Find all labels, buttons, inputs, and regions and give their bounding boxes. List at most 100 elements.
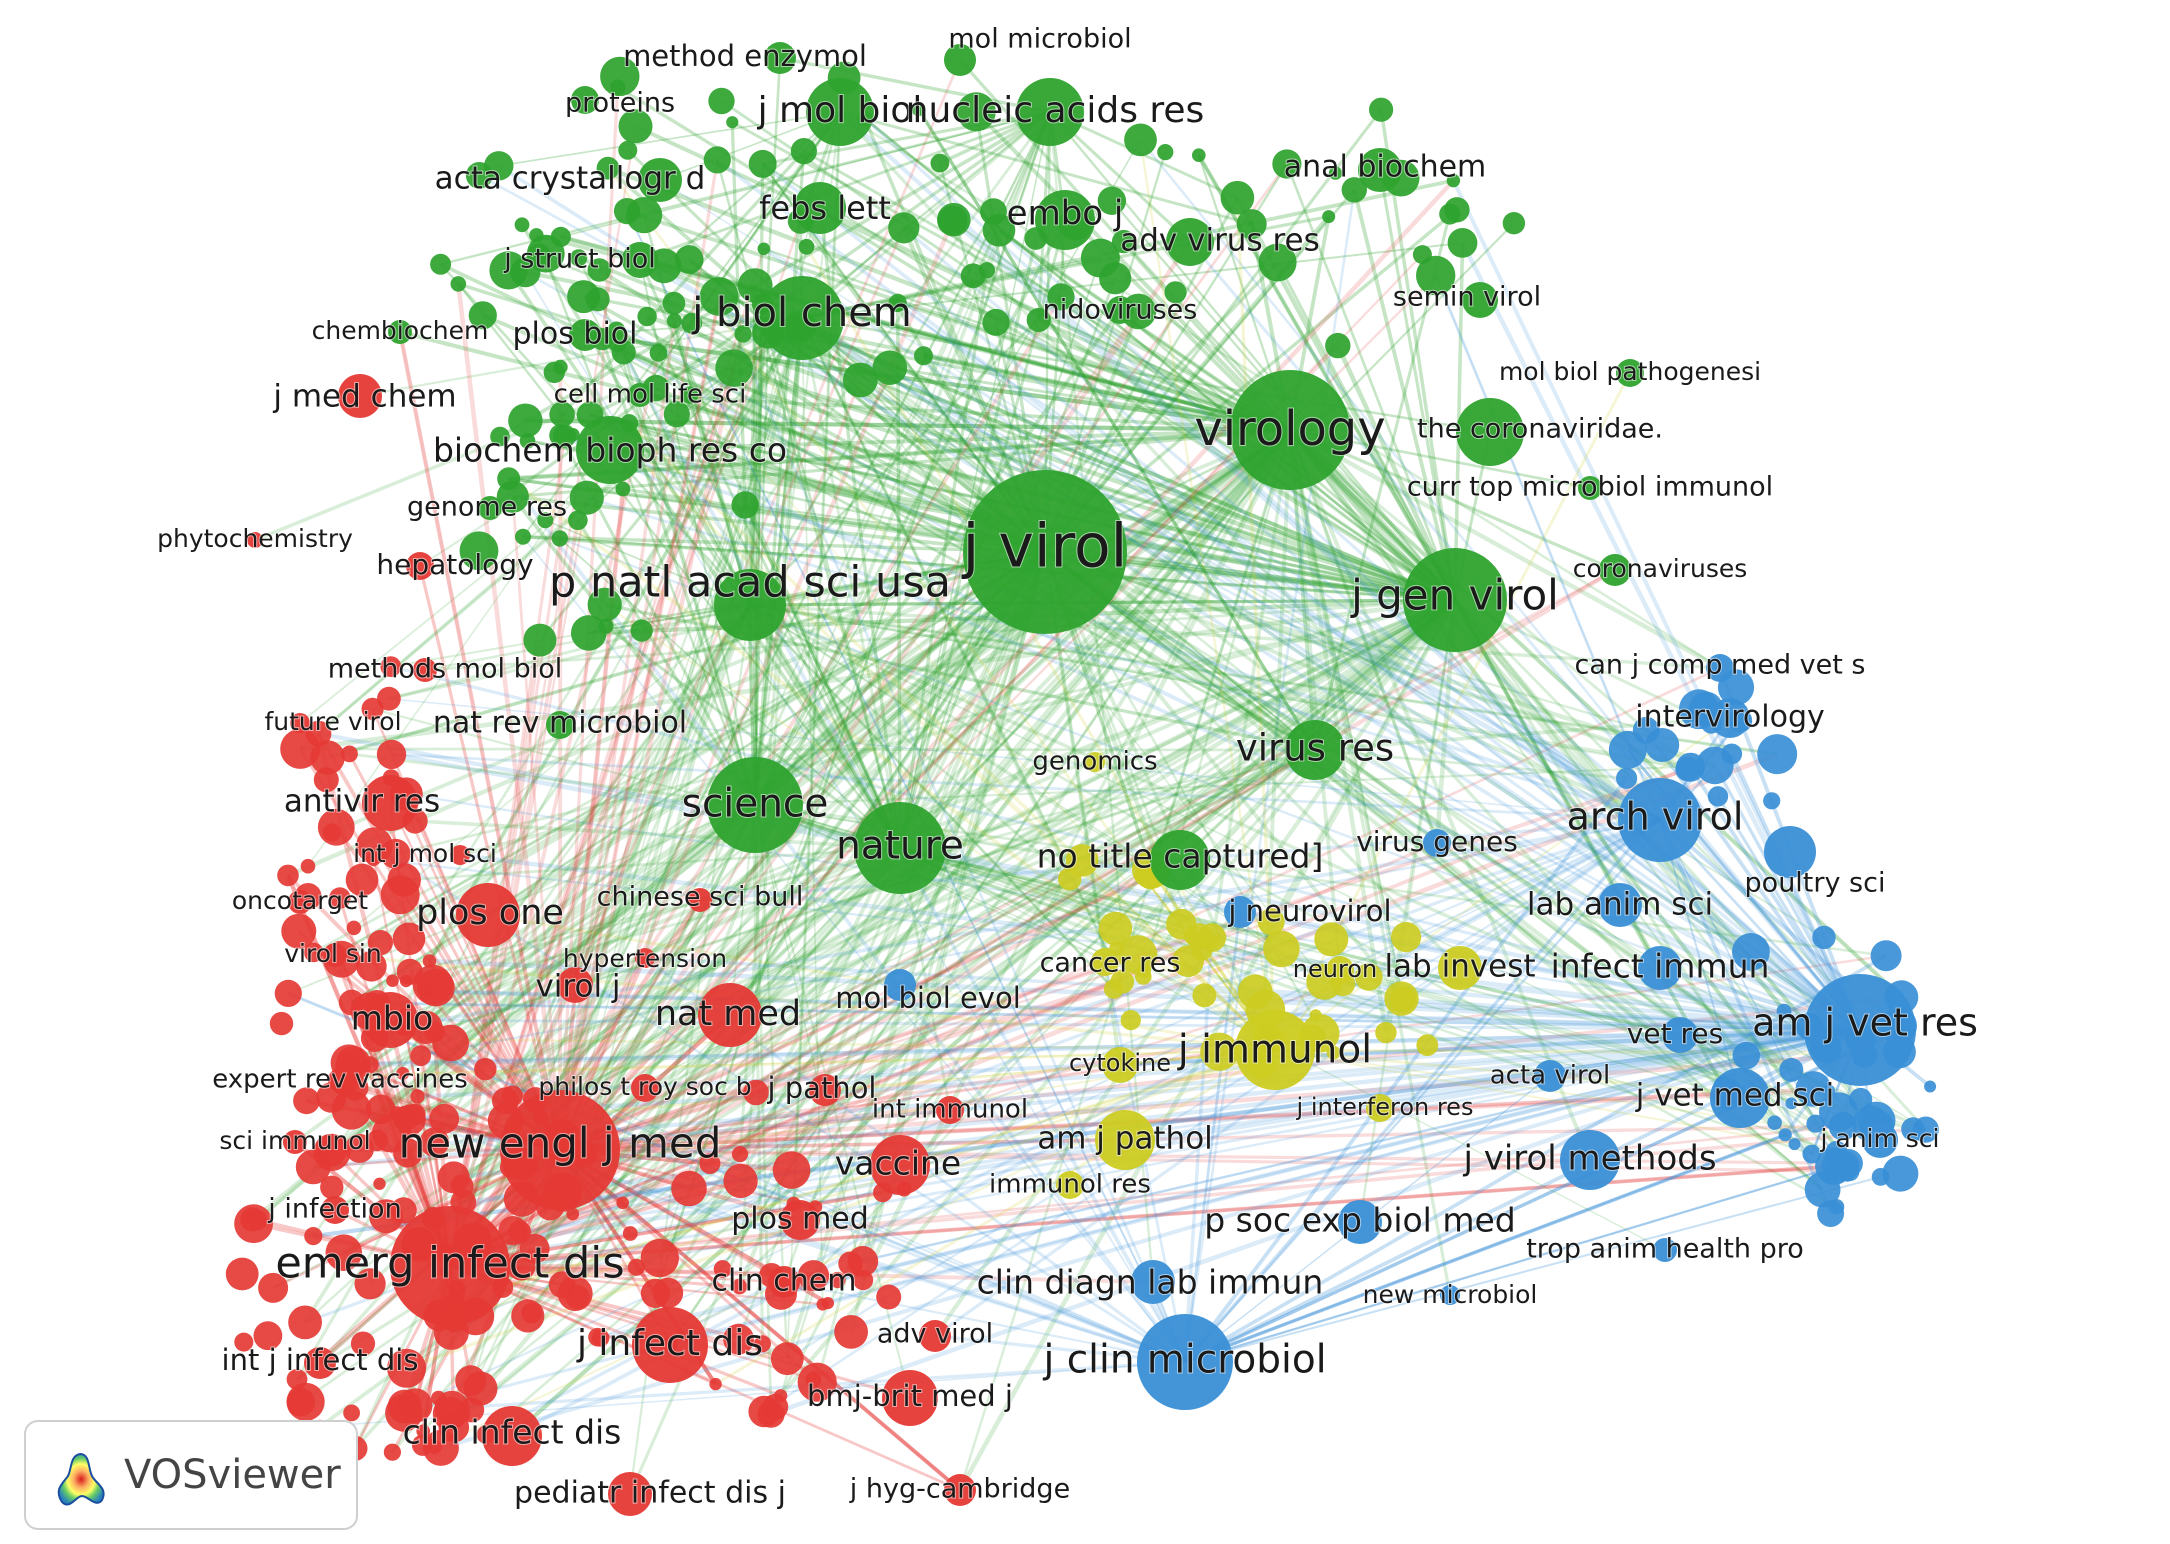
- journal-node[interactable]: [552, 424, 577, 448]
- journal-node[interactable]: [703, 146, 731, 174]
- node-label[interactable]: j anim sci: [1818, 1123, 1940, 1154]
- journal-node[interactable]: [569, 480, 604, 515]
- journal-node[interactable]: [341, 745, 358, 763]
- node-label[interactable]: p soc exp biol med: [1203, 1200, 1517, 1241]
- node-label[interactable]: j gen virol: [1349, 570, 1560, 621]
- journal-node[interactable]: [1804, 974, 1916, 1086]
- journal-node[interactable]: [463, 1371, 498, 1406]
- journal-node[interactable]: [1412, 245, 1432, 265]
- journal-node[interactable]: [1788, 1138, 1801, 1151]
- journal-node[interactable]: [615, 481, 631, 497]
- journal-node[interactable]: [1097, 186, 1127, 215]
- journal-node[interactable]: [1757, 734, 1798, 775]
- journal-node[interactable]: [600, 56, 640, 97]
- journal-node[interactable]: [596, 156, 620, 180]
- journal-node[interactable]: [314, 1134, 347, 1167]
- journal-node[interactable]: [269, 1011, 294, 1036]
- journal-node[interactable]: [496, 480, 529, 513]
- journal-node[interactable]: [1238, 974, 1273, 1009]
- journal-node[interactable]: [456, 883, 520, 947]
- journal-node[interactable]: [806, 78, 874, 146]
- journal-node[interactable]: [1862, 1122, 1898, 1158]
- journal-node[interactable]: [627, 1258, 645, 1276]
- journal-node[interactable]: [310, 740, 345, 775]
- journal-node[interactable]: [569, 249, 588, 267]
- journal-node[interactable]: [551, 530, 568, 547]
- journal-node[interactable]: [1440, 1285, 1460, 1305]
- journal-node[interactable]: [1679, 689, 1719, 730]
- journal-node[interactable]: [587, 587, 622, 622]
- node-label[interactable]: new microbiol: [1362, 1279, 1539, 1310]
- journal-node[interactable]: [1220, 180, 1255, 215]
- node-label[interactable]: poultry sci: [1744, 867, 1887, 900]
- journal-node[interactable]: [1192, 983, 1217, 1008]
- journal-node[interactable]: [1423, 829, 1451, 857]
- node-label[interactable]: am j pathol: [1036, 1120, 1214, 1158]
- journal-node[interactable]: [1391, 922, 1422, 953]
- journal-node[interactable]: [549, 401, 575, 428]
- journal-node[interactable]: [870, 1135, 930, 1195]
- journal-node[interactable]: [410, 1089, 425, 1104]
- journal-node[interactable]: [1870, 940, 1902, 972]
- node-label[interactable]: nat rev microbiol: [432, 705, 688, 742]
- journal-node[interactable]: [876, 1284, 902, 1310]
- node-label[interactable]: j clin microbiol: [1041, 1337, 1327, 1384]
- journal-node[interactable]: [1416, 1034, 1439, 1057]
- node-label[interactable]: virology: [1193, 400, 1386, 458]
- node-label[interactable]: am j vet res: [1751, 1000, 1979, 1046]
- journal-node[interactable]: [608, 1472, 652, 1516]
- journal-node[interactable]: [1326, 1045, 1341, 1060]
- journal-node[interactable]: [637, 306, 657, 327]
- journal-node[interactable]: [543, 361, 565, 384]
- journal-node[interactable]: [1338, 1200, 1382, 1244]
- journal-node[interactable]: [377, 686, 401, 711]
- node-label[interactable]: virol sin: [283, 938, 382, 969]
- node-label[interactable]: j hyg-cambridge: [848, 1473, 1071, 1506]
- journal-node[interactable]: [392, 922, 426, 956]
- journal-node[interactable]: [240, 1207, 265, 1232]
- journal-node[interactable]: [1599, 554, 1631, 586]
- journal-node[interactable]: [434, 1390, 470, 1426]
- journal-node[interactable]: [1355, 963, 1383, 991]
- journal-node[interactable]: [1696, 746, 1734, 785]
- journal-node[interactable]: [576, 416, 644, 484]
- journal-node[interactable]: [303, 942, 324, 963]
- journal-node[interactable]: [1882, 1155, 1919, 1192]
- node-label[interactable]: j vet med sci: [1634, 1077, 1836, 1115]
- journal-node[interactable]: [790, 138, 818, 165]
- journal-node[interactable]: [1534, 1060, 1566, 1092]
- journal-node[interactable]: [293, 1087, 320, 1115]
- journal-node[interactable]: [748, 149, 777, 178]
- journal-node[interactable]: [277, 864, 299, 887]
- journal-node[interactable]: [390, 1206, 510, 1326]
- journal-node[interactable]: [635, 948, 655, 968]
- node-label[interactable]: method enzymol: [622, 38, 868, 74]
- journal-node[interactable]: [300, 858, 316, 874]
- journal-node[interactable]: [1258, 243, 1297, 282]
- journal-node[interactable]: [416, 1424, 431, 1438]
- node-label[interactable]: pediatr infect dis j: [513, 1475, 787, 1512]
- journal-node[interactable]: [286, 1369, 308, 1390]
- node-label[interactable]: infect immun: [1550, 946, 1771, 987]
- journal-node[interactable]: [809, 1074, 841, 1106]
- journal-node[interactable]: [1366, 1094, 1394, 1122]
- node-label[interactable]: mol biol evol: [834, 980, 1022, 1016]
- node-label[interactable]: cytokine: [1068, 1048, 1172, 1078]
- journal-node[interactable]: [1638, 946, 1682, 990]
- journal-node[interactable]: [734, 325, 752, 343]
- journal-node[interactable]: [412, 964, 453, 1005]
- journal-node[interactable]: [325, 1234, 363, 1271]
- journal-node[interactable]: [1375, 1021, 1397, 1044]
- journal-node[interactable]: [681, 312, 703, 334]
- journal-node[interactable]: [1102, 1047, 1138, 1083]
- journal-node[interactable]: [1462, 282, 1498, 318]
- node-label[interactable]: genomics: [1031, 746, 1158, 778]
- node-label[interactable]: mol microbiol: [947, 23, 1132, 56]
- journal-node[interactable]: [731, 1278, 748, 1295]
- journal-node[interactable]: [816, 1298, 829, 1311]
- journal-node[interactable]: [707, 757, 803, 853]
- journal-node[interactable]: [1272, 149, 1302, 179]
- journal-node[interactable]: [1224, 896, 1256, 928]
- journal-node[interactable]: [376, 739, 407, 770]
